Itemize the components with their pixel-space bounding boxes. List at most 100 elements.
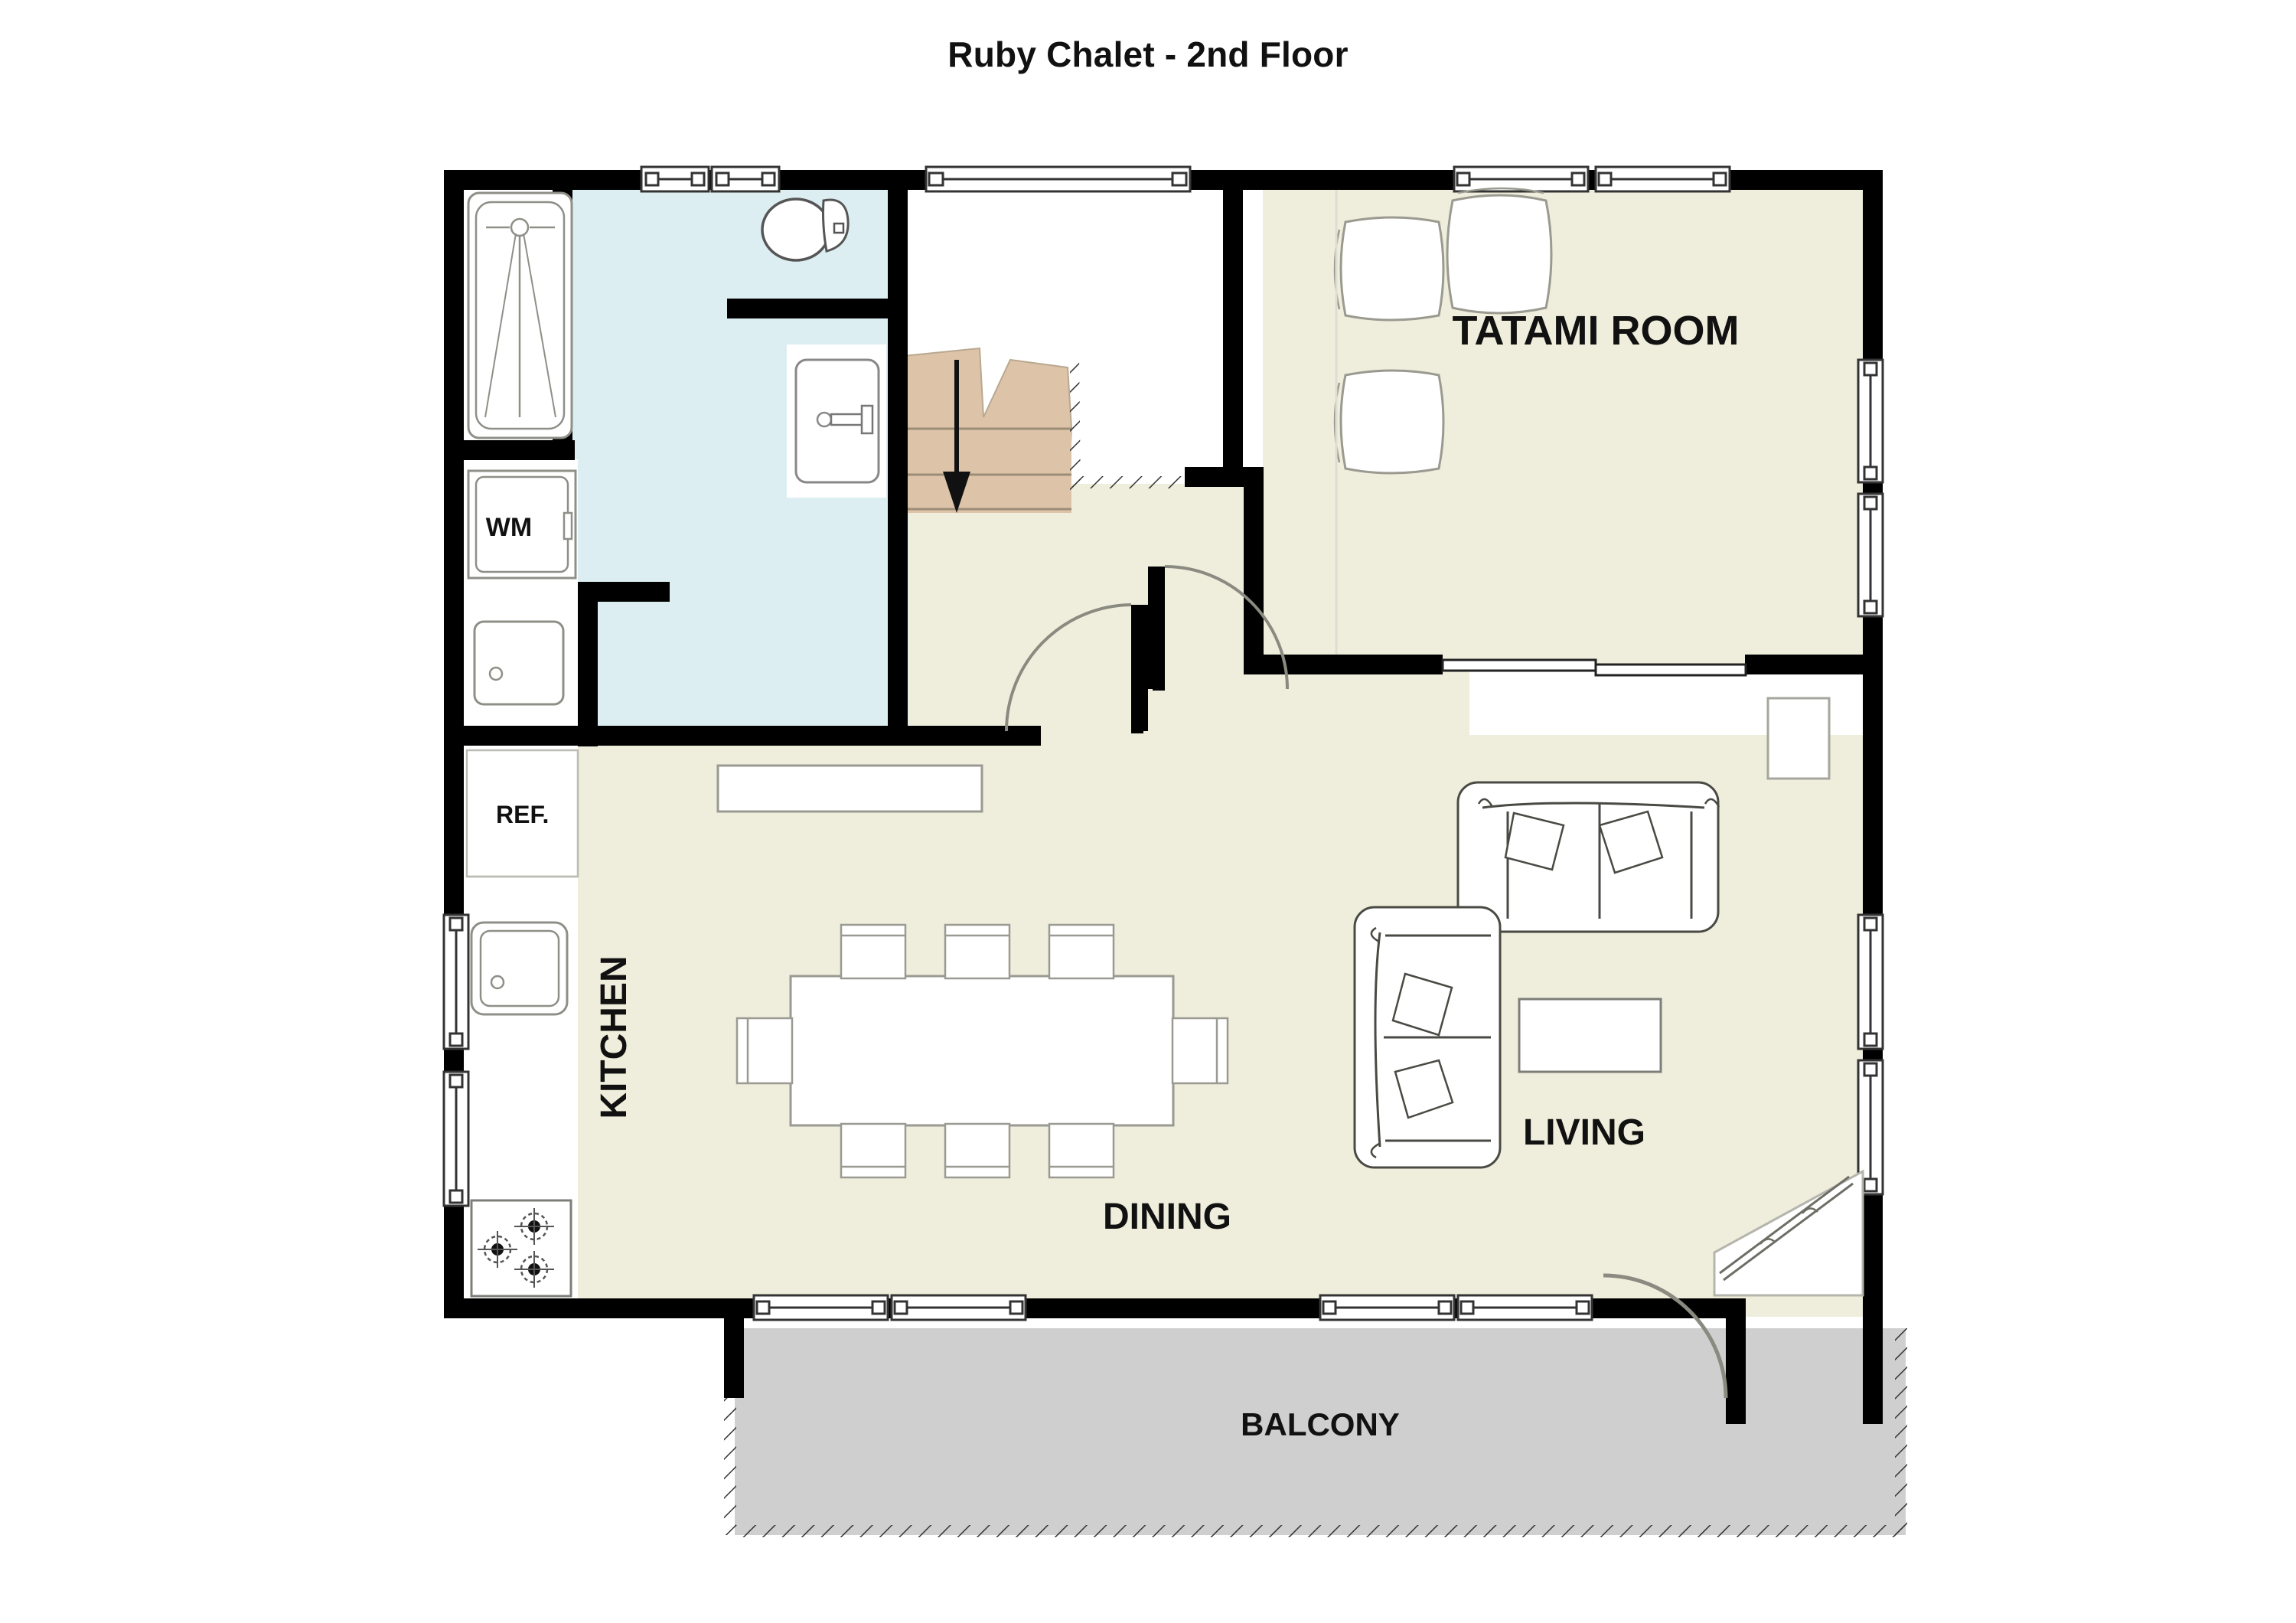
windows[interactable] (442, 165, 1884, 1321)
toilet-tank (822, 198, 850, 253)
window-kitchen-left-a[interactable] (442, 913, 470, 1050)
sofa-2-seat (1353, 906, 1502, 1169)
living-label: LIVING (1523, 1112, 1645, 1153)
ref-outline (465, 749, 579, 878)
kitchen-sink (470, 921, 569, 1016)
dining-table-top (789, 975, 1175, 1127)
window-balcony-b[interactable] (890, 1294, 1027, 1321)
window-tatami-top-a[interactable] (1453, 165, 1590, 193)
vanity-faucet-base (860, 404, 874, 435)
tatami-cushion-3-body (1339, 369, 1445, 475)
tatami-cushion-1-side (1333, 229, 1341, 310)
dining-chair-bottom-1 (840, 1122, 907, 1179)
wall-right-lower (1863, 1194, 1883, 1424)
tatami-label: TATAMI ROOM (1453, 308, 1740, 354)
corner-shelf (1713, 1169, 1864, 1297)
wm-handle (563, 511, 573, 540)
sofa-large-body (1456, 781, 1720, 933)
corner-shelf-rail-a (1719, 1175, 1850, 1275)
washing-machine: WM (467, 469, 577, 580)
sofa-3-seat (1456, 781, 1720, 933)
dining-chair-top-2 (944, 923, 1011, 980)
tatami-cushion-2-body (1446, 194, 1553, 315)
wall-bath-bottom (578, 726, 1041, 746)
toilet (761, 198, 850, 262)
sofa-small-cushion-2 (1394, 1059, 1454, 1119)
wall-niche (1766, 697, 1831, 780)
kitchen-sink-drain (490, 975, 505, 990)
doors[interactable] (1005, 565, 1728, 1399)
wm-label: WM (486, 513, 532, 542)
dining-chairs (735, 923, 1229, 1179)
corner-shelf-bracket-1 (1760, 1238, 1776, 1245)
dining-chair-right (1171, 1017, 1229, 1085)
dining-table (789, 975, 1175, 1127)
sofa-small-tuft-b (1370, 1142, 1380, 1159)
wall-kitchen-top (464, 726, 579, 746)
wall-landing-right (1223, 190, 1243, 469)
door-hall-right-arc (1164, 565, 1289, 690)
vanity-sink (787, 345, 886, 498)
window-balcony-d[interactable] (1456, 1294, 1593, 1321)
tatami-cushion-2-top (1457, 187, 1544, 194)
stove-burner-1 (514, 1208, 554, 1245)
stove-3-burner (470, 1199, 572, 1298)
vanity-drain (816, 411, 833, 428)
window-tatami-right-a[interactable] (1857, 358, 1884, 484)
balcony-edge-bottom (735, 1525, 1906, 1537)
corner-shelf-body (1713, 1169, 1864, 1297)
sliding-door-tatami[interactable] (1441, 658, 1747, 677)
dining-chair-left (735, 1017, 794, 1085)
wall-niche-box (1766, 697, 1831, 780)
wall-bottom-mid2 (1026, 1298, 1316, 1318)
window-balcony-a[interactable] (752, 1294, 889, 1321)
tatami-cushion-3-side (1333, 382, 1341, 463)
door-hall-left-leaf[interactable] (1131, 605, 1143, 733)
sliding-panel-right[interactable] (1594, 663, 1747, 677)
wall-balcony-left (724, 1298, 744, 1398)
door-hall-right-leaf[interactable] (1153, 567, 1165, 691)
dining-chair-top-1 (840, 923, 907, 980)
stair-edge-hatch (1070, 356, 1081, 490)
wall-bath-right (888, 190, 908, 744)
dining-label: DINING (1103, 1197, 1231, 1237)
window-living-right-a[interactable] (1857, 913, 1884, 1050)
counter-outline (716, 764, 983, 813)
balcony-label: BALCONY (1241, 1406, 1400, 1442)
wall-bottom-left (444, 1298, 750, 1318)
window-bath-top-a[interactable] (640, 165, 710, 193)
window-balcony-c[interactable] (1319, 1294, 1456, 1321)
window-kitchen-left-b[interactable] (442, 1070, 470, 1207)
vanity-faucet-arm (830, 413, 865, 426)
sofa-large-tuft-l (1477, 798, 1494, 808)
coffee-table (1518, 998, 1662, 1073)
window-tatami-right-b[interactable] (1857, 492, 1884, 618)
utility-sink-drain (488, 666, 504, 681)
balcony-floor (735, 1328, 1906, 1535)
dining-chair-bottom-2 (944, 1122, 1011, 1179)
wall-wc-divider (727, 299, 889, 318)
sofa-large-tuft-r (1704, 798, 1720, 808)
window-bath-top-b[interactable] (710, 165, 781, 193)
balcony-area: BALCONY (724, 1328, 1907, 1537)
page-title: Ruby Chalet - 2nd Floor (947, 34, 1349, 74)
wall-tatami-bottom-left (1244, 655, 1443, 674)
tatami-cushion-2 (1446, 187, 1553, 315)
coffee-table-top (1518, 998, 1662, 1073)
wall-hall-top-right (1185, 467, 1261, 487)
ref-label: REF. (496, 801, 549, 828)
bathtub-drain (510, 217, 530, 237)
wall-tub-bottom (464, 440, 575, 460)
dining-chair-top-3 (1048, 923, 1115, 980)
refrigerator: REF. (465, 749, 579, 878)
bathtub (467, 191, 573, 439)
window-landing-top[interactable] (925, 165, 1192, 193)
tatami-cushions (1333, 187, 1553, 475)
sofa-small-cushion-1 (1391, 972, 1453, 1037)
utility-sink-basin (473, 620, 565, 706)
window-tatami-top-b[interactable] (1594, 165, 1731, 193)
corner-shelf-rail-b (1723, 1182, 1854, 1282)
sliding-panel-left[interactable] (1441, 658, 1597, 672)
